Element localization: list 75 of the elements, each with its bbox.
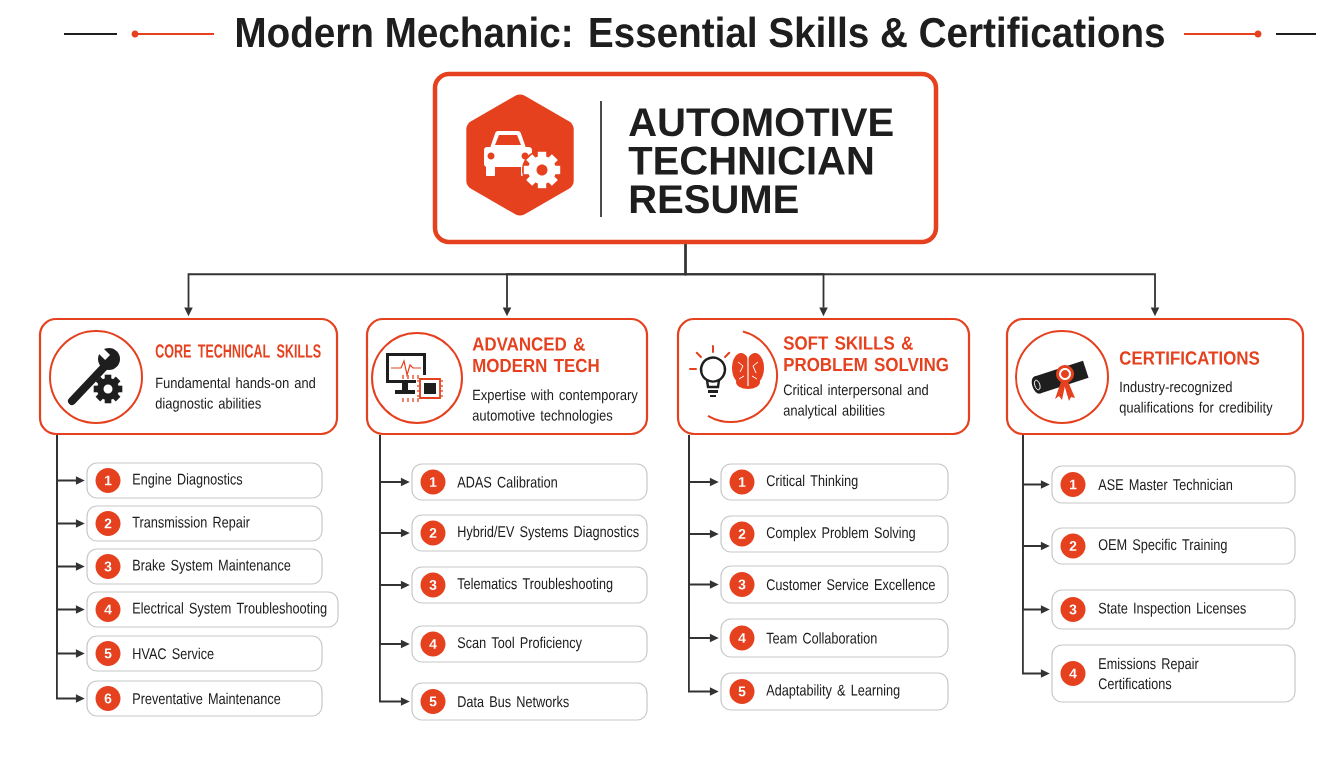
number-badge: 3	[95, 554, 121, 579]
card-description: Industry-recognized qualifications for credibility	[1119, 381, 1273, 416]
item-label: State Inspection Licenses	[1098, 602, 1246, 617]
item-label: Preventative Maintenance	[133, 692, 281, 705]
list-item	[1051, 527, 1296, 565]
card-heading: CERTIFICATIONS	[1119, 351, 1260, 365]
list-item	[1051, 589, 1296, 630]
list-item	[1051, 465, 1296, 504]
list-item	[720, 565, 949, 604]
list-item	[411, 625, 648, 663]
item-label: Engine Diagnostics	[133, 473, 243, 488]
number-badge: 3	[1060, 597, 1086, 622]
number-badge: 1	[420, 469, 446, 495]
list-item	[86, 680, 323, 717]
list-item	[720, 515, 949, 553]
number-badge: 3	[420, 572, 446, 598]
number-badge: 2	[1060, 533, 1086, 559]
item-label: Telematics Troubleshooting	[457, 577, 613, 593]
item-label: Emissions Repair Certifications	[1098, 657, 1199, 690]
card-heading: AUTOMOTIVE TECHNICIAN RESUME	[628, 108, 893, 214]
category-card	[1005, 317, 1305, 436]
item-label: Customer Service Excellence	[766, 578, 935, 591]
number-badge: 4	[420, 631, 446, 657]
card-heading: CORE TECHNICAL SKILLS	[155, 344, 321, 358]
list-item	[411, 463, 648, 501]
number-badge: 2	[729, 521, 755, 547]
number-badge: 2	[420, 520, 446, 546]
card-description: Expertise with contemporary automotive technologies	[472, 389, 638, 424]
number-badge: 4	[1060, 661, 1086, 686]
list-item	[86, 505, 323, 542]
number-badge: 5	[729, 679, 755, 704]
item-label: Scan Tool Proficiency	[457, 636, 582, 652]
item-label: Team Collaboration	[766, 632, 877, 644]
number-badge: 6	[95, 686, 121, 711]
item-label: HVAC Service	[133, 647, 214, 660]
list-item	[86, 591, 339, 628]
title: Modern Mechanic: Essential Skills & Certifications	[237, 16, 1164, 48]
card-description: Fundamental hands-on and diagnostic abilities	[155, 377, 315, 412]
number-badge: 3	[729, 572, 755, 597]
list-item	[86, 462, 323, 499]
list-item	[1051, 644, 1296, 703]
item-label: Data Bus Networks	[458, 695, 569, 708]
number-badge: 1	[95, 468, 121, 493]
list-item	[720, 618, 949, 658]
item-label: Adaptability & Learning	[766, 684, 900, 699]
list-item	[411, 682, 648, 721]
card-heading: ADVANCED & MODERN TECH	[472, 337, 599, 373]
number-badge: 1	[729, 469, 755, 495]
category-card	[38, 317, 339, 436]
item-label: Hybrid/EV Systems Diagnostics	[458, 525, 639, 541]
list-item	[720, 463, 949, 501]
list-item	[86, 635, 323, 672]
list-item	[720, 672, 949, 711]
item-label: ADAS Calibration	[457, 476, 557, 488]
number-badge: 5	[95, 641, 121, 666]
list-item	[411, 514, 648, 552]
item-label: Complex Problem Solving	[766, 526, 915, 542]
list-item	[411, 566, 648, 604]
list-item	[86, 548, 323, 585]
number-badge: 4	[729, 625, 755, 651]
card-description: Critical interpersonal and analytical abilities	[783, 384, 928, 419]
category-card	[676, 317, 971, 436]
item-label: Brake System Maintenance	[133, 559, 291, 574]
number-badge: 4	[95, 597, 121, 622]
item-label: Electrical System Troubleshooting	[133, 602, 327, 617]
number-badge: 5	[420, 689, 446, 714]
card-heading: SOFT SKILLS & PROBLEM SOLVING	[783, 336, 948, 372]
item-label: ASE Master Technician	[1098, 478, 1233, 491]
item-label: Critical Thinking	[766, 474, 858, 490]
number-badge: 1	[1060, 472, 1086, 497]
category-card	[365, 317, 649, 436]
header-card	[432, 71, 939, 245]
number-badge: 2	[95, 511, 121, 536]
item-label: OEM Specific Training	[1098, 538, 1227, 554]
item-label: Transmission Repair	[132, 516, 250, 531]
